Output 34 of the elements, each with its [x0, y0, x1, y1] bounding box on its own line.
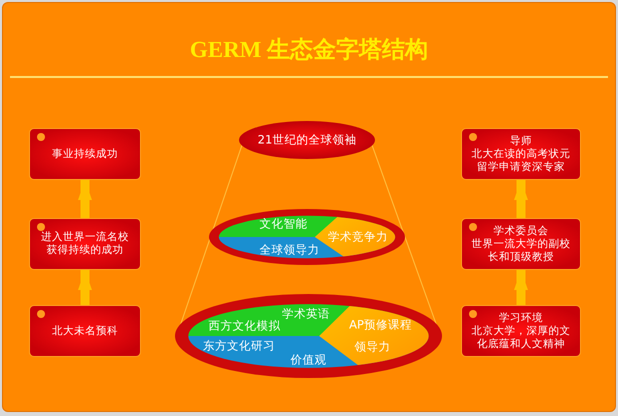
segment-label: 学术竞争力: [328, 230, 388, 244]
box-text: 北大未名预科: [52, 324, 118, 338]
arrow: [514, 180, 528, 218]
segment-label: 价值观: [290, 352, 326, 368]
arrow: [514, 270, 528, 305]
rounded-box: [461, 128, 581, 180]
box-text: 进入世界一流名校获得持续的成功: [40, 231, 130, 257]
diagram-title: GERM 生态金字塔结构: [188, 36, 430, 64]
arrow: [78, 270, 92, 305]
pie-ellipse: [175, 294, 442, 378]
box-text: 留学申请资深专家: [477, 160, 565, 174]
arrow: [78, 180, 92, 218]
box-text: 世界一流大学的副校长和顶级教授: [470, 238, 572, 264]
pie-ellipse: [209, 209, 405, 265]
segment-label: 文化智能: [259, 216, 308, 232]
segment-label: 学术英语: [282, 306, 330, 322]
box-text: 学术委员会: [494, 224, 548, 238]
segment-label: 东方文化研习: [203, 338, 276, 354]
box-text: 导师: [510, 134, 532, 148]
oval-label: 21世纪的全球领袖: [258, 132, 356, 148]
box-text: 事业持续成功: [52, 148, 118, 160]
segment-label: 全球领导力: [259, 242, 320, 258]
segment-label: 领导力: [354, 339, 391, 354]
segment-label: AP预修课程: [349, 318, 412, 333]
rounded-box: [461, 305, 581, 357]
box-text: 学习环境: [499, 312, 543, 324]
oval-node: [239, 121, 375, 159]
rounded-box: [461, 218, 581, 270]
rounded-box: [29, 128, 141, 180]
rounded-box: [29, 218, 141, 270]
box-text: 北京大学，深厚的文化底蕴和人文精神: [470, 324, 572, 350]
rounded-box: [29, 305, 141, 357]
segment-label: 西方文化模拟: [208, 318, 280, 334]
box-text: 北大在读的高考状元: [472, 148, 570, 160]
